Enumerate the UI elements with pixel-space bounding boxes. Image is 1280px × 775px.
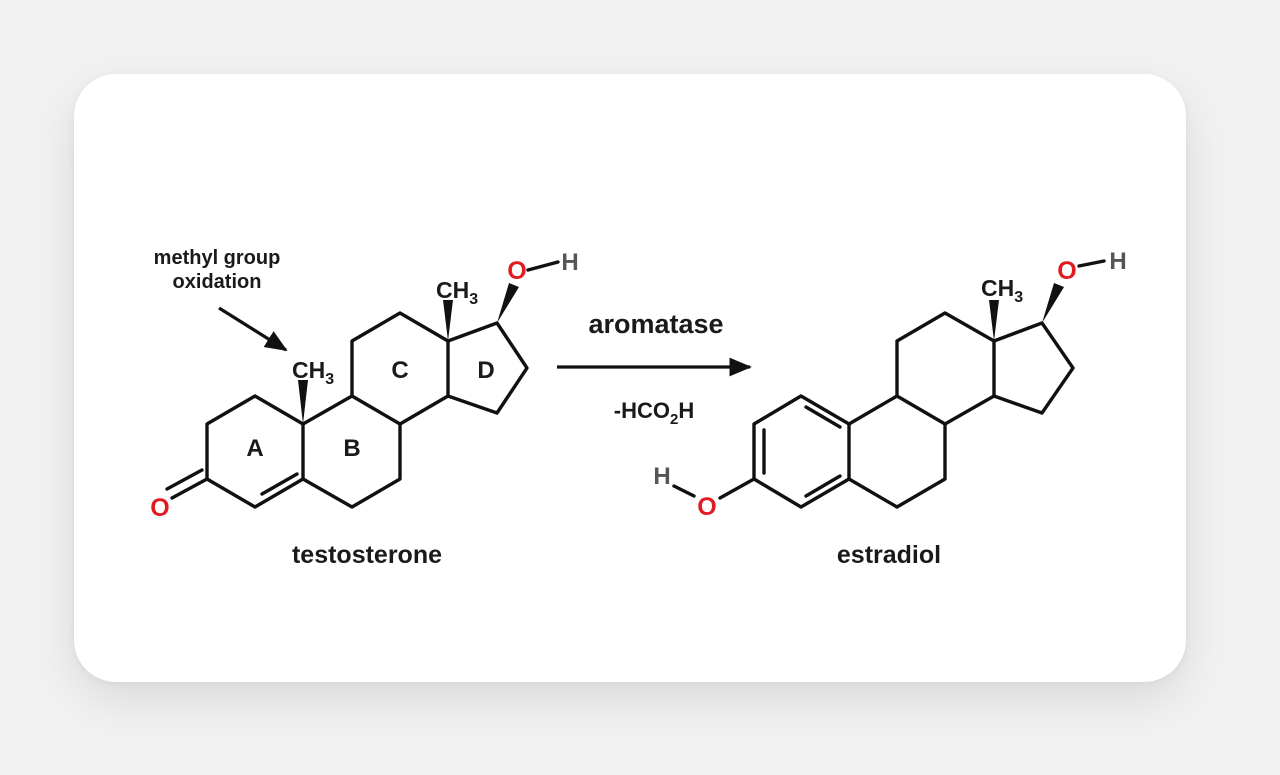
- ring-b-bonds: [301, 394, 402, 509]
- estradiol-hydroxyl-oxygen: O: [1057, 257, 1076, 285]
- double-bond-c4-c5: [260, 472, 299, 496]
- ring-b-label: B: [343, 435, 360, 462]
- phenol-oxygen: O: [697, 493, 716, 521]
- byproduct-label: -HCO2H: [614, 398, 694, 428]
- reagent-label: aromatase: [588, 309, 723, 339]
- estradiol-oh-bond: [1077, 259, 1106, 268]
- ketone-oxygen: O: [150, 494, 169, 522]
- testosterone-name: testosterone: [292, 541, 442, 569]
- reaction-arrow-group: aromatase -HCO2H: [557, 309, 752, 428]
- diagram-card: [74, 74, 1186, 682]
- estradiol-hydroxyl-hydrogen: H: [1109, 248, 1126, 275]
- ketone-bond-2: [165, 468, 204, 491]
- phenol-hydrogen: H: [653, 463, 670, 490]
- estradiol-ring-b-bonds: [847, 394, 947, 509]
- aromatic-double-3: [804, 474, 842, 498]
- estradiol-ring-d-bonds: [992, 321, 1075, 415]
- ring-d-bonds: [446, 321, 529, 415]
- testosterone-structure: A B C D CH3 CH3 O O H testosterone: [150, 249, 578, 569]
- phenol-c-o-bond: [718, 477, 756, 500]
- methyl-wedge-c10: [298, 380, 308, 424]
- hydroxyl-hydrogen: H: [561, 249, 578, 276]
- annotation-arrow: [218, 306, 288, 352]
- annotation-line-1: methyl group: [154, 247, 281, 269]
- hydroxyl-wedge-c17: [497, 283, 519, 323]
- methyl-label-c13: CH3: [436, 277, 478, 308]
- aromatic-ring-bonds: [752, 394, 851, 509]
- ring-c-bonds: [350, 311, 450, 426]
- methyl-wedge-c13: [443, 300, 453, 341]
- estradiol-name: estradiol: [837, 541, 941, 569]
- oh-bond: [526, 260, 560, 272]
- methyl-oxidation-annotation: methyl group oxidation: [154, 247, 288, 352]
- phenol-o-h-bond: [672, 484, 696, 498]
- ring-d-label: D: [477, 357, 494, 384]
- estradiol-ring-c-bonds: [895, 311, 996, 426]
- ring-a-label: A: [246, 435, 263, 462]
- annotation-line-2: oxidation: [173, 271, 262, 293]
- aromatic-double-2: [804, 405, 842, 429]
- methyl-label-c10: CH3: [292, 357, 334, 388]
- estradiol-methyl-wedge: [989, 300, 999, 341]
- estradiol-hydroxyl-wedge: [1042, 283, 1064, 323]
- ketone-bond-1: [170, 477, 209, 500]
- ring-c-label: C: [391, 357, 408, 384]
- hydroxyl-oxygen: O: [507, 257, 526, 285]
- estradiol-methyl-label: CH3: [981, 275, 1023, 306]
- estradiol-structure: CH3 O H O H estradiol: [653, 248, 1126, 569]
